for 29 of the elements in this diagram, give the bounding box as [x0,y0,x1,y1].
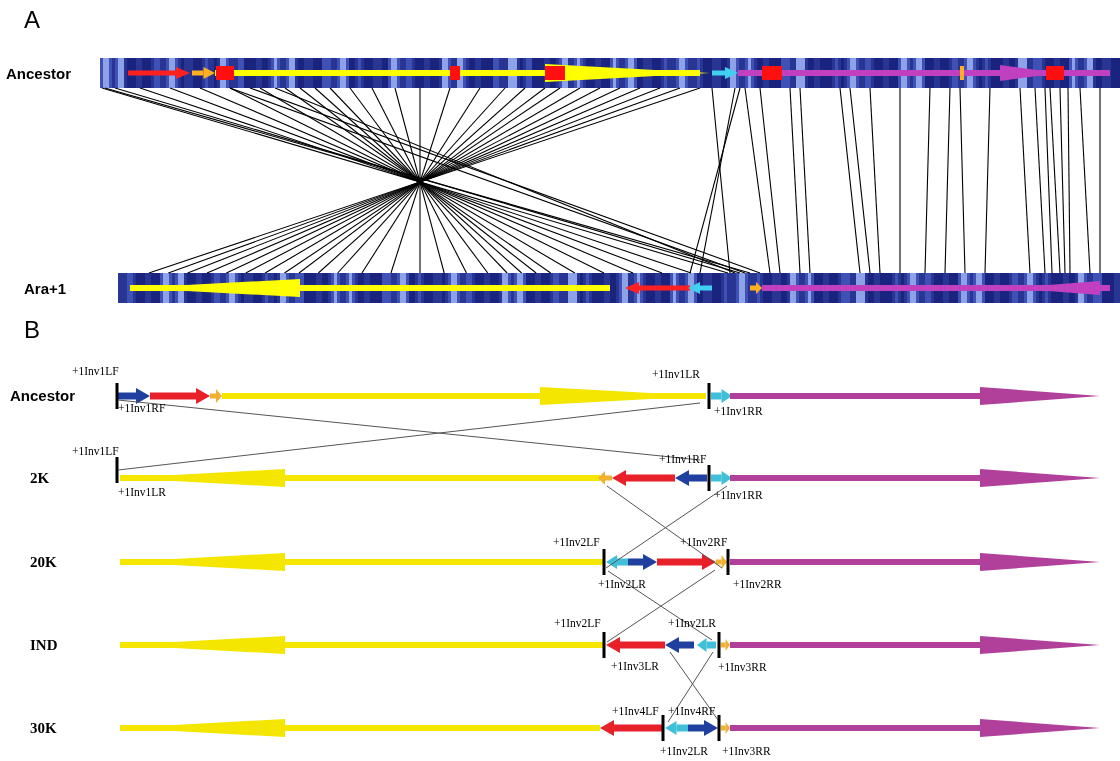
track-label: 2K [30,471,50,486]
primer-label: +1Inv2RR [733,579,782,591]
primer-label: +1Inv1RR [714,490,763,502]
primer-label: +1Inv3RR [722,746,771,758]
primer-label: +1Inv1RF [659,454,707,466]
primer-label: +1Inv2LF [554,618,601,630]
primer-label: +1Inv1LF [72,446,119,458]
panel-letter: A [24,8,40,32]
primer-label: +1Inv2RF [680,537,728,549]
primer-label: +1Inv1RR [714,406,763,418]
primer-label: +1Inv1LR [118,487,166,499]
primer-label: +1Inv1LR [652,369,700,381]
primer-label: +1Inv2LR [598,579,646,591]
primer-label: +1Inv2LF [553,537,600,549]
track-label: 30K [30,721,57,736]
track-label: Ancestor [10,388,76,403]
track-label: Ara+1 [24,281,67,296]
primer-label: +1Inv1RF [118,403,166,415]
primer-label: +1Inv2LR [668,618,716,630]
track-label: Ancestor [6,66,72,81]
primer-label: +1Inv2LR [660,746,708,758]
primer-label: +1Inv4LF [612,706,659,718]
track-label: 20K [30,555,57,570]
track-label: IND [30,638,58,653]
panel-letter: B [24,318,40,342]
primer-label: +1Inv3LR [611,661,659,673]
primer-label: +1Inv3RR [718,662,767,674]
primer-label: +1Inv4RF [668,706,716,718]
primer-label: +1Inv1LF [72,366,119,378]
